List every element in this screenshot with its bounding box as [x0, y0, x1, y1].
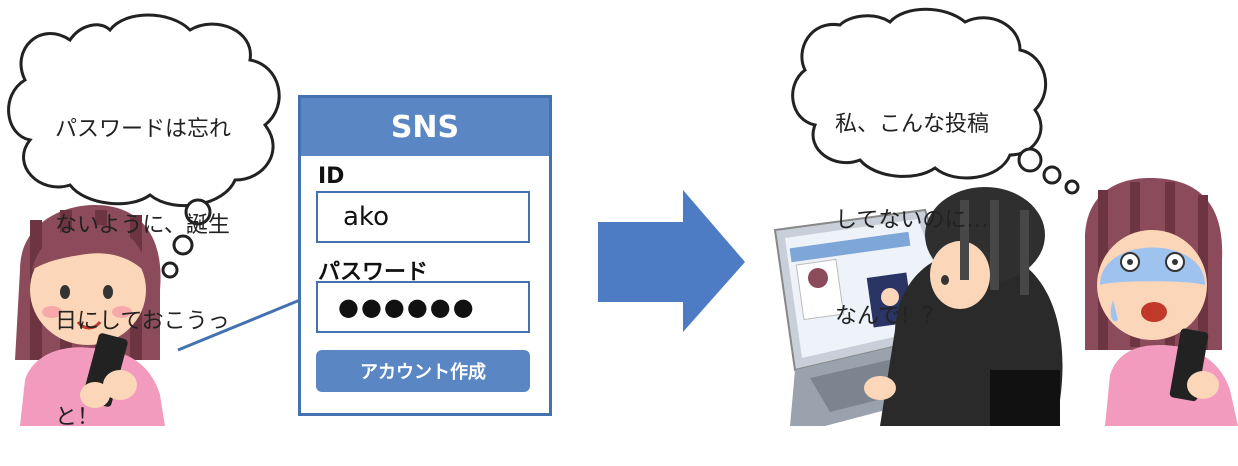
thought-bubble-left — [7, 13, 281, 279]
connector-line — [177, 298, 301, 352]
bubble-left-line-1: パスワードは忘れ — [55, 117, 232, 142]
password-field-value: ●●●●●● — [338, 293, 476, 321]
id-field-value: ako — [343, 202, 389, 232]
scene-illustration — [7, 7, 1238, 426]
password-label: パスワード — [318, 260, 429, 285]
panel-title: SNS — [301, 98, 549, 156]
bubble-left-line-3: 日にしておこうっ — [55, 309, 230, 334]
thought-bubble-left-text: パスワードは忘れ ないように、誕生 日にしておこうっ と！ — [55, 50, 231, 466]
man-hacker — [864, 187, 1063, 426]
thought-bubble-right — [791, 7, 1080, 195]
bubble-right-line-2: してないのに… — [835, 208, 989, 233]
bubble-right-line-1: 私、こんな投稿 — [835, 112, 990, 137]
thought-bubble-right-text: 私、こんな投稿 してないのに… なんで！？ — [835, 45, 989, 365]
girl-right-scared — [1085, 178, 1238, 426]
girl-left — [15, 205, 165, 426]
bubble-right-line-3: なんで！？ — [835, 304, 944, 329]
sns-signup-panel: SNS ID ako パスワード ●●●●●● アカウント作成 — [298, 95, 552, 416]
bubble-left-line-2: ないように、誕生 — [55, 213, 230, 238]
password-field[interactable]: ●●●●●● — [316, 281, 530, 333]
id-label: ID — [318, 164, 345, 189]
arrow-right-icon — [598, 190, 745, 332]
create-account-button[interactable]: アカウント作成 — [316, 350, 530, 392]
id-field[interactable]: ako — [316, 191, 530, 243]
bubble-left-line-4: と！ — [55, 405, 100, 430]
